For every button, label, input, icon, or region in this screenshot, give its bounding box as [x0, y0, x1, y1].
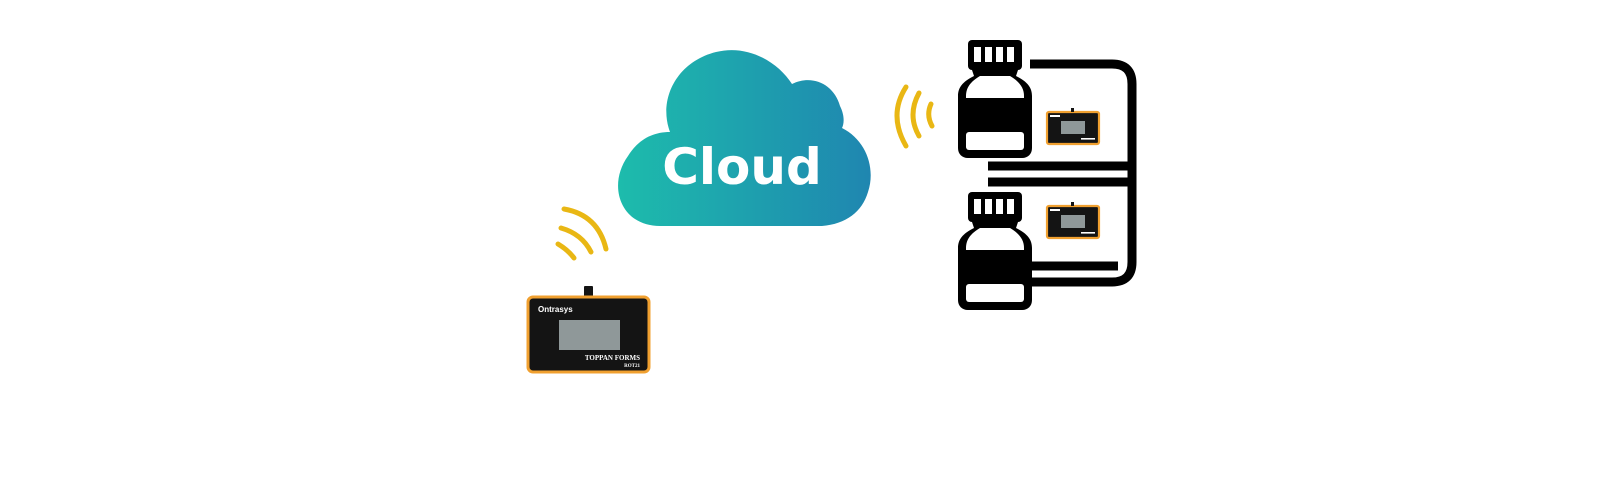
device-maker: TOPPAN FORMS	[585, 354, 640, 362]
device-model: ROT21	[624, 364, 640, 369]
bottle-icon	[958, 40, 1032, 158]
rack-icon	[988, 59, 1137, 287]
cloud-icon: Cloud	[618, 50, 871, 226]
logger-device-icon	[1045, 106, 1101, 146]
wireless-signal-icon	[555, 206, 609, 261]
bottle-icon	[958, 192, 1032, 310]
cloud-label: Cloud	[662, 138, 822, 196]
logger-device-icon	[1045, 200, 1101, 240]
device-brand: Ontrasys	[538, 305, 573, 314]
logger-device-icon: Ontrasys TOPPAN FORMS ROT21	[526, 286, 651, 374]
wireless-signal-icon	[894, 84, 935, 149]
